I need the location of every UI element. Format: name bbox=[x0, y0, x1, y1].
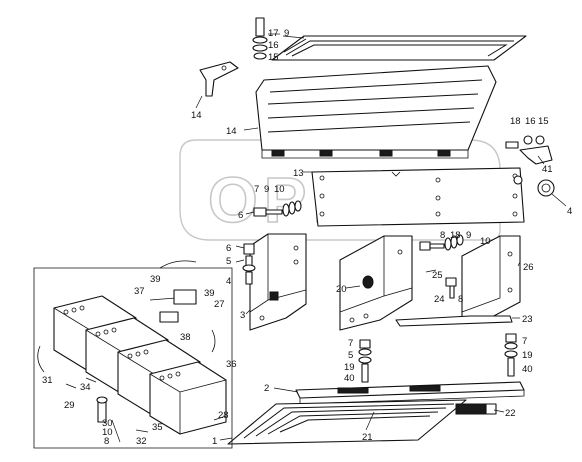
part-handle-assembly bbox=[199, 17, 268, 97]
callout-24: 24 bbox=[434, 294, 445, 305]
part-battery-cover bbox=[255, 65, 497, 159]
callout-39: 39 bbox=[204, 288, 215, 299]
callout-13: 14 bbox=[191, 110, 202, 121]
part-center-bracket bbox=[339, 235, 413, 331]
part-mid-stack bbox=[358, 339, 372, 383]
callout-7: 6 bbox=[238, 210, 243, 221]
callout-19-mid: 19 bbox=[344, 362, 355, 373]
callout-10-left: 10 bbox=[274, 184, 285, 195]
callout-23: 23 bbox=[522, 314, 533, 325]
part-bolt-stack-right bbox=[419, 234, 464, 299]
part-strip-23 bbox=[395, 315, 513, 327]
part-bottom-tray bbox=[227, 399, 497, 445]
callout-21: 21 bbox=[362, 432, 373, 443]
callout-16-right: 18 bbox=[510, 116, 521, 127]
part-support-rail bbox=[295, 381, 525, 405]
leader-lines bbox=[111, 33, 567, 443]
callout-10-right: 10 bbox=[480, 236, 491, 247]
callout-19-right: 19 bbox=[522, 350, 533, 361]
callout-4-right: 4 bbox=[567, 206, 572, 217]
callout-41: 41 bbox=[542, 164, 553, 175]
callout-22: 22 bbox=[505, 408, 516, 419]
part-right-stack bbox=[504, 333, 518, 377]
callout-20: 20 bbox=[336, 284, 347, 295]
callout-25: 25 bbox=[432, 270, 443, 281]
battery-subassembly bbox=[33, 260, 233, 449]
callout-1: 1 bbox=[212, 436, 217, 447]
callout-9-left: 9 bbox=[264, 184, 269, 195]
callout-32: 32 bbox=[136, 436, 147, 447]
part-left-stack bbox=[242, 243, 256, 285]
callout-8-right: 8 bbox=[440, 230, 445, 241]
callout-18: 18 bbox=[450, 230, 461, 241]
callout-29: 29 bbox=[64, 400, 75, 411]
callout-11: 13 bbox=[293, 168, 304, 179]
callout-8-batt: 8 bbox=[104, 436, 109, 447]
callout-labels: 9 17 16 15 14 14 13 18 16 15 41 4 7 9 10… bbox=[42, 28, 572, 447]
part-latch-assembly bbox=[505, 135, 555, 197]
callout-5-mid: 5 bbox=[348, 350, 353, 361]
part-rear-panel bbox=[311, 167, 525, 227]
callout-37: 38 bbox=[180, 332, 191, 343]
callout-34-right: 35 bbox=[152, 422, 163, 433]
part-bolt-stack-left bbox=[253, 200, 302, 217]
callout-27: 27 bbox=[214, 299, 225, 310]
callout-8-left: 7 bbox=[254, 184, 259, 195]
callout-28: 28 bbox=[218, 410, 229, 421]
callout-10-batt: 10 bbox=[102, 427, 113, 438]
callout-30: 30 bbox=[102, 418, 113, 429]
callout-4-left: 4 bbox=[226, 276, 231, 287]
callout-31: 31 bbox=[42, 375, 53, 386]
callout-12: 14 bbox=[226, 126, 237, 137]
callout-40-right: 40 bbox=[522, 364, 533, 375]
callout-34-left: 34 bbox=[80, 382, 91, 393]
callout-35: 36 bbox=[226, 359, 237, 370]
callout-14-top: 15 bbox=[268, 52, 279, 63]
callout-8-mid: 8 bbox=[458, 294, 463, 305]
callout-16-top: 17 bbox=[268, 28, 279, 39]
callout-15-right: 16 bbox=[525, 116, 536, 127]
callout-36: 37 bbox=[134, 286, 145, 297]
callout-14-right: 15 bbox=[538, 116, 549, 127]
callout-3: 3 bbox=[240, 310, 245, 321]
callout-9-right: 9 bbox=[466, 230, 471, 241]
callout-26: 26 bbox=[523, 262, 534, 273]
part-lid-strip bbox=[271, 35, 527, 61]
part-right-bracket bbox=[461, 235, 521, 323]
callout-6-right: 7 bbox=[522, 336, 527, 347]
callout-5-left: 5 bbox=[226, 256, 231, 267]
callout-15-top: 16 bbox=[268, 40, 279, 51]
callout-2: 2 bbox=[264, 383, 269, 394]
callout-17: 9 bbox=[284, 28, 289, 39]
callout-6-left: 6 bbox=[226, 243, 231, 254]
callout-38: 39 bbox=[150, 274, 161, 285]
part-left-bracket bbox=[249, 233, 307, 331]
callout-40-mid: 40 bbox=[344, 373, 355, 384]
callout-6-mid: 7 bbox=[348, 338, 353, 349]
